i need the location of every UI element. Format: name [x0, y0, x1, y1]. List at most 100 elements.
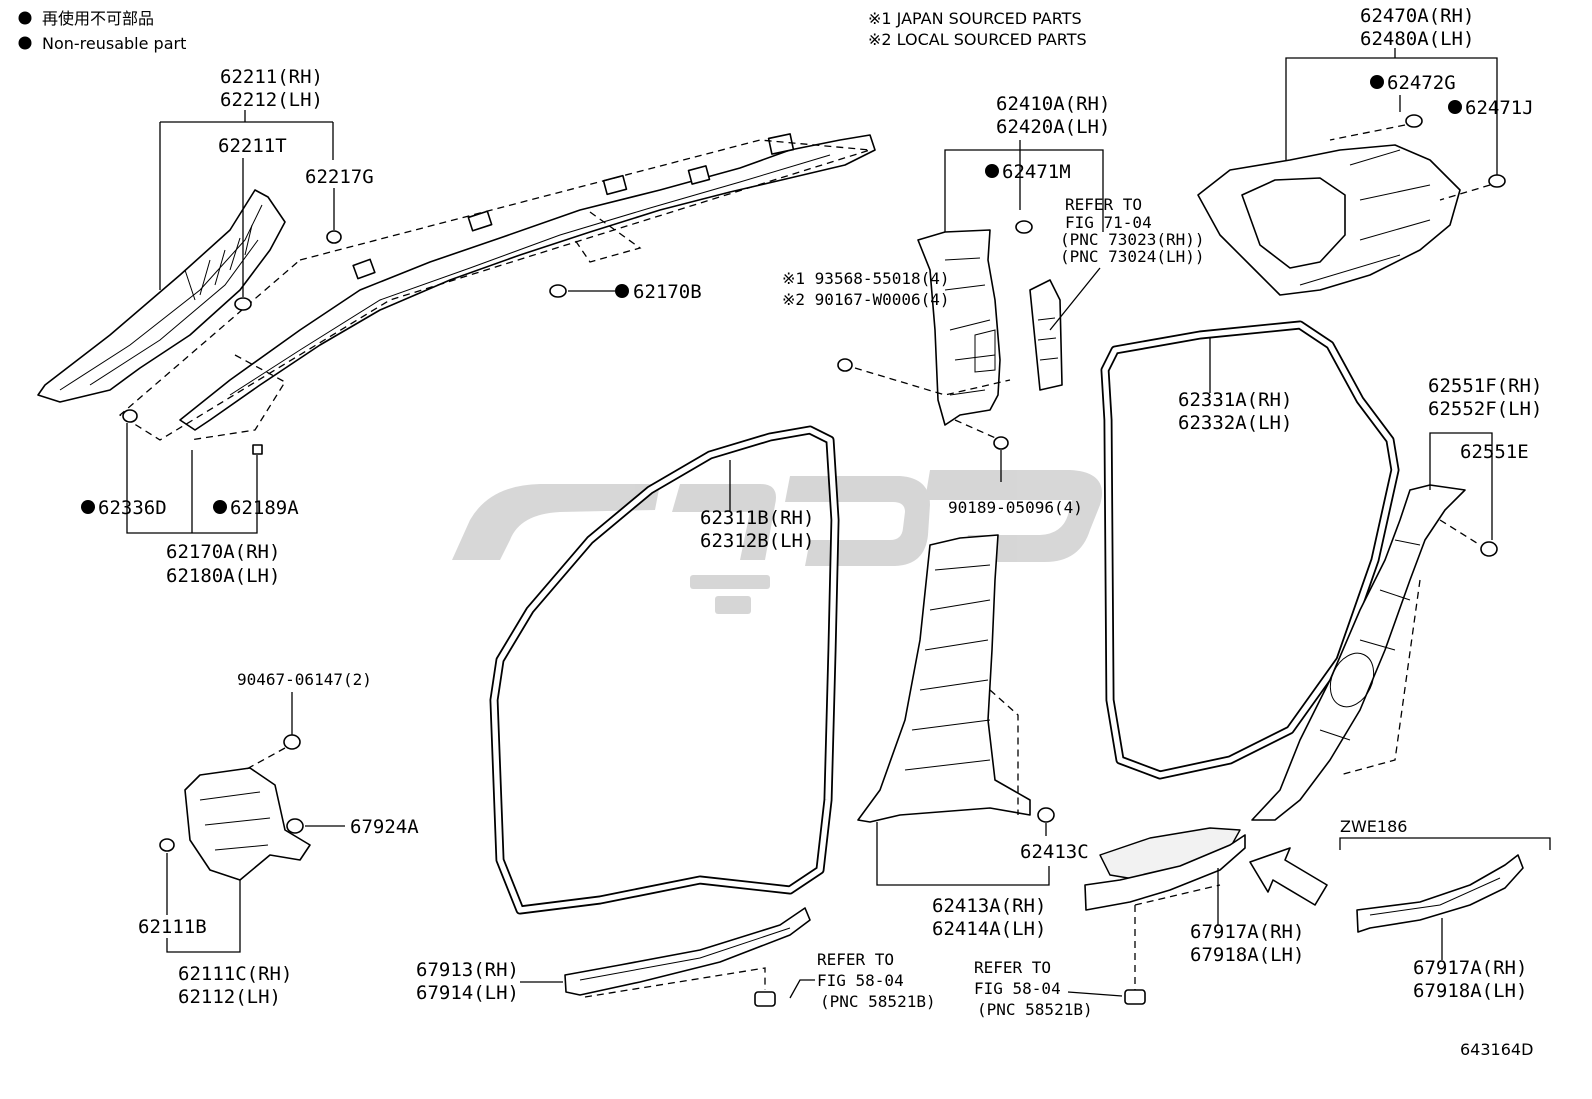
part-67913-front-scuff-plate — [564, 907, 811, 996]
part-67917A-rear-scuff-plate — [1084, 827, 1246, 911]
clip-62472G — [1405, 114, 1423, 128]
label-90189: 90189-05096(4) — [948, 498, 1083, 517]
label-bolt-90167: ※2 90167-W0006(4) — [782, 290, 950, 309]
legend-jp: 再使用不可部品 — [42, 9, 154, 28]
variant-label: ZWE186 — [1340, 817, 1407, 836]
part-62470A-quarter-trim — [1197, 144, 1461, 296]
clip-62471M — [1015, 220, 1033, 234]
leader-refer71 — [1049, 267, 1101, 331]
clip-62189A — [252, 444, 263, 455]
label-62471M: 62471M — [1002, 161, 1071, 183]
clip-dash-link — [989, 689, 1019, 815]
label-62552F-lh: 62552F(LH) — [1428, 398, 1542, 420]
label-67914-lh: 67914(LH) — [416, 982, 519, 1004]
part-62170A-roof-side-rail — [179, 133, 876, 431]
label-62414A-lh: 62414A(LH) — [932, 918, 1046, 940]
clip-90189 — [993, 436, 1009, 482]
clip-dash-link — [189, 354, 286, 441]
legend-dot-icon — [18, 36, 32, 50]
legend: 再使用不可部品 Non-reusable part — [18, 9, 186, 53]
label-62170B: 62170B — [633, 281, 702, 303]
part-62413A-center-pillar-lower — [857, 534, 1031, 823]
part-seatbelt-adjuster — [1029, 279, 1063, 391]
bracket-62410A — [944, 140, 1104, 232]
label-62111B: 62111B — [138, 916, 207, 938]
clip-67924A — [286, 818, 345, 834]
label-90467: 90467-06147(2) — [237, 670, 372, 689]
clip-dash-link — [244, 747, 286, 771]
refer58a-line1: REFER TO — [817, 950, 894, 969]
legend-dot-icon — [18, 11, 32, 25]
clip-58521B-front — [754, 991, 776, 1007]
clip-62170B — [549, 284, 615, 298]
label-62336D: 62336D — [98, 497, 167, 519]
clip-90467 — [283, 734, 301, 750]
leader-refer58a — [789, 979, 815, 999]
non-reusable-dot-icon — [1370, 75, 1384, 89]
label-62551F-rh: 62551F(RH) — [1428, 375, 1542, 397]
label-62170A-rh: 62170A(RH) — [166, 541, 280, 563]
label-62551E: 62551E — [1460, 441, 1529, 463]
label-67924A: 67924A — [350, 816, 419, 838]
part-62410A-center-pillar-upper — [917, 229, 1001, 426]
clip-dash-link — [1339, 519, 1481, 776]
non-reusable-dot-icon — [213, 500, 227, 514]
label-67918A-lh-b: 67918A(LH) — [1413, 980, 1527, 1002]
non-reusable-dot-icon — [615, 284, 629, 298]
refer58b-line3: (PNC 58521B) — [977, 1000, 1093, 1019]
assembly-dash-outline — [118, 139, 871, 441]
label-62180A-lh: 62180A(LH) — [166, 565, 280, 587]
label-62112-lh: 62112(LH) — [178, 986, 281, 1008]
part-67917A-variant-scuff-plate — [1356, 854, 1524, 933]
clip-62471J — [1488, 174, 1506, 188]
refer58b-line1: REFER TO — [974, 958, 1051, 977]
label-62311B-rh: 62311B(RH) — [700, 507, 814, 529]
label-62420A-lh: 62420A(LH) — [996, 116, 1110, 138]
label-62332A-lh: 62332A(LH) — [1178, 412, 1292, 434]
clip-58521B-rear — [1124, 989, 1146, 1005]
label-bolt-93568: ※1 93568-55018(4) — [782, 269, 950, 288]
refer58b-line2: FIG 58-04 — [974, 979, 1061, 998]
view-arrow-icon — [1249, 847, 1328, 906]
bracket-zwe186 — [1339, 837, 1551, 850]
refer71-line2: FIG 71-04 — [1065, 213, 1152, 232]
part-62551F-rear-pillar-lower — [1251, 484, 1466, 821]
label-62211T: 62211T — [218, 135, 287, 157]
label-67913-rh: 67913(RH) — [416, 959, 519, 981]
source-notes: ※1 JAPAN SOURCED PARTS ※2 LOCAL SOURCED … — [868, 9, 1087, 49]
clip-dash-link — [1329, 124, 1491, 201]
label-62211-rh: 62211(RH) — [220, 66, 323, 88]
clip-62551E — [1480, 541, 1498, 557]
label-62472G: 62472G — [1387, 72, 1456, 94]
part-62211-front-pillar-garnish — [37, 189, 286, 403]
refer71-line1: REFER TO — [1065, 195, 1142, 214]
label-62111C-rh: 62111C(RH) — [178, 963, 292, 985]
bracket-62111C — [166, 853, 241, 953]
label-67918A-lh-a: 67918A(LH) — [1190, 944, 1304, 966]
bolt-dash-link — [854, 367, 1011, 441]
label-62471J: 62471J — [1465, 97, 1534, 119]
label-62312B-lh: 62312B(LH) — [700, 530, 814, 552]
bolt-icon — [837, 358, 853, 372]
refer58a-line2: FIG 58-04 — [817, 971, 904, 990]
label-67917A-rh-b: 67917A(RH) — [1413, 957, 1527, 979]
bracket-62470A — [1285, 48, 1498, 175]
label-62413A-rh: 62413A(RH) — [932, 895, 1046, 917]
bracket-62170A — [126, 423, 258, 534]
bracket-62211 — [159, 110, 334, 290]
bracket-62413A — [876, 822, 1050, 886]
bracket-62551F — [1429, 432, 1493, 540]
clip-62217G — [326, 188, 342, 244]
label-62480A-lh: 62480A(LH) — [1360, 28, 1474, 50]
non-reusable-dot-icon — [985, 164, 999, 178]
refer71-line3: (PNC 73023(RH)) — [1060, 230, 1205, 249]
label-62410A-rh: 62410A(RH) — [996, 93, 1110, 115]
clip-dash-link — [1134, 884, 1221, 990]
clip-dash-link — [584, 967, 766, 998]
figure-id: 643164D — [1460, 1040, 1533, 1059]
label-62217G: 62217G — [305, 166, 374, 188]
label-62470A-rh: 62470A(RH) — [1360, 5, 1474, 27]
label-62331A-rh: 62331A(RH) — [1178, 389, 1292, 411]
clip-62111B — [159, 838, 175, 852]
